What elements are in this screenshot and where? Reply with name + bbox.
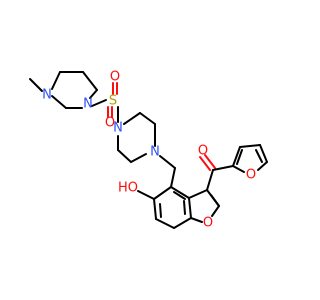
bond bbox=[117, 149, 132, 163]
bond bbox=[173, 217, 192, 229]
bond-methyl-n bbox=[29, 78, 43, 92]
atom-o-ketone: O bbox=[198, 144, 208, 159]
bond bbox=[183, 200, 186, 215]
atom-n-pip1-lower: N bbox=[83, 97, 93, 112]
atom-o-benzofuran: O bbox=[203, 216, 213, 231]
bond bbox=[170, 186, 190, 199]
atom-o-sulfonyl-top: O bbox=[110, 70, 120, 85]
bond-c-furan bbox=[212, 165, 234, 171]
bond bbox=[211, 205, 220, 217]
atom-n-methyl: N bbox=[42, 88, 52, 103]
bond bbox=[89, 89, 98, 99]
bond bbox=[51, 71, 61, 90]
bond bbox=[82, 71, 98, 91]
bond bbox=[210, 194, 220, 207]
atom-o-sulfonyl-bottom: O bbox=[105, 116, 115, 131]
bond bbox=[153, 186, 172, 200]
atom-s-sulfonyl: S bbox=[109, 94, 117, 109]
bond bbox=[232, 165, 245, 173]
bond-ring-c bbox=[206, 169, 214, 191]
atom-o-furan: O bbox=[246, 168, 256, 183]
bond-n-ch2 bbox=[159, 155, 176, 169]
bond bbox=[139, 112, 156, 125]
bond bbox=[173, 191, 186, 200]
bond bbox=[188, 189, 208, 199]
bond-c-o-ketone-2 bbox=[204, 154, 216, 169]
atom-n-pip2-lower: N bbox=[150, 145, 160, 160]
bond bbox=[232, 146, 241, 167]
bond-ch2-ring bbox=[170, 167, 176, 188]
bond bbox=[130, 153, 147, 163]
bond-c-o-ketone bbox=[199, 156, 211, 171]
bond bbox=[236, 149, 243, 165]
bond bbox=[259, 144, 268, 163]
bond bbox=[123, 112, 141, 125]
molecule-structure: N N S O O N N O O HO O bbox=[29, 70, 268, 231]
atom-n-pip2-upper: N bbox=[113, 121, 123, 136]
bond bbox=[155, 218, 175, 229]
bond bbox=[239, 144, 261, 148]
bond bbox=[190, 217, 203, 223]
bond-c-oh bbox=[137, 190, 155, 200]
bond bbox=[159, 203, 162, 218]
bond-n-s bbox=[91, 99, 107, 107]
bond bbox=[188, 197, 192, 219]
bond bbox=[51, 95, 67, 109]
atom-o-hydroxyl: HO bbox=[118, 181, 138, 196]
bond bbox=[153, 198, 157, 220]
bond bbox=[255, 149, 263, 163]
atom-labels: N N S O O N N O O HO O bbox=[42, 70, 256, 231]
bond bbox=[257, 161, 268, 171]
bonds bbox=[29, 71, 268, 229]
